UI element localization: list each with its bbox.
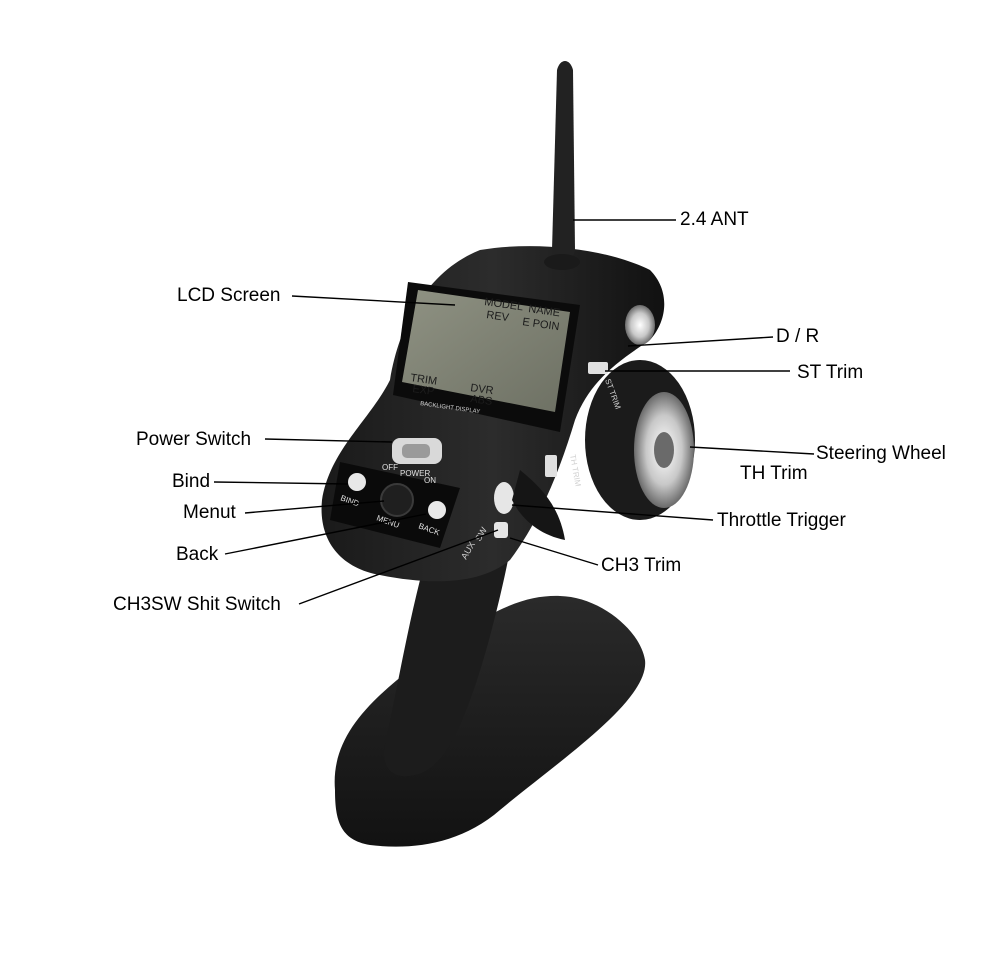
grip [384,560,508,777]
power-switch-slider [402,444,430,458]
lcd-rev-label: REV [486,309,511,324]
callout-th-trim: TH Trim [740,463,808,484]
callout-throttle-trigger: Throttle Trigger [717,510,846,531]
lcd-exp-label: EXP [412,383,435,398]
callout-steering-wheel: Steering Wheel [816,443,946,464]
lcd-model-label: MODEL [484,296,524,313]
callout-lcd-screen: LCD Screen [177,285,281,306]
dr-knob[interactable] [625,305,655,345]
leader-ch3sw [298,529,499,605]
power-label: POWER [400,469,430,478]
throttle-trigger[interactable] [512,470,565,540]
lcd-abs-label: ABS [470,393,493,408]
lcd-screen [402,290,570,412]
power-off-label: OFF [382,463,398,472]
leader-power [264,438,393,443]
lcd-name-label: NAME [528,303,561,319]
callout-ch3-trim: CH3 Trim [601,555,682,576]
back-button[interactable] [428,501,446,519]
leader-bind [213,481,349,485]
callout-antenna: 2.4 ANT [680,209,749,230]
st-trim-switch[interactable] [588,362,608,374]
steering-wheel-center [654,432,674,468]
leader-menu [244,500,385,514]
lcd-epoint-label: E POIN [522,316,561,333]
th-trim-switch[interactable] [545,455,557,477]
th-trim-panel-label: TH TRIM [568,454,583,488]
callout-menu: Menut [183,502,236,523]
ch3-switch[interactable] [494,522,508,538]
leader-ch3-trim [509,537,599,566]
callout-back: Back [176,544,219,565]
callout-ch3sw: CH3SW Shit Switch [113,594,281,615]
leader-dr [627,336,774,347]
bind-button[interactable] [348,473,366,491]
leader-lcd [291,295,456,306]
leader-back [224,513,427,555]
lcd-dvr-label: DVR [470,382,495,397]
power-on-label: ON [424,476,436,485]
callout-bind: Bind [172,471,211,492]
menu-dial[interactable] [380,483,414,517]
antenna [552,61,575,259]
antenna-base [544,254,580,270]
leader-steering [689,446,815,455]
callout-st-trim: ST Trim [797,362,864,383]
ch3-trim-knob[interactable] [494,482,514,514]
leader-throttle [511,504,714,521]
stand-base [334,595,646,847]
lcd-trim-label: TRIM [410,372,438,388]
callout-dr: D / R [776,326,820,347]
callout-power-switch: Power Switch [136,429,252,450]
